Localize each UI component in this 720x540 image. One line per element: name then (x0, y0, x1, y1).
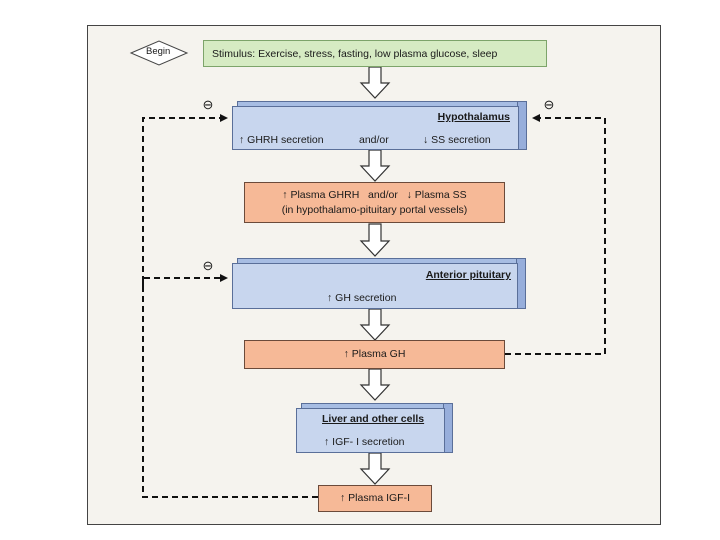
plasma-igf-text: ↑ Plasma IGF-I (339, 492, 410, 504)
flow-arrow-pituitary-gh (359, 308, 391, 341)
hypothalamus-ss-text: ↓ SS secretion (423, 134, 491, 146)
begin-label: Begin (146, 46, 171, 57)
begin-diamond (129, 40, 189, 66)
hypothalamus-ghrh-text: ↑ GHRH secretion (239, 134, 324, 146)
feedback-igf-to-pituitary (142, 274, 228, 287)
hypothalamus-box: Hypothalamus ↑ GHRH secretion and/or ↓ S… (232, 106, 519, 150)
inhibition-symbol-right: ⊖ (543, 97, 555, 112)
plasma-ghrh-line2: (in hypothalamo-pituitary portal vessels… (281, 203, 468, 216)
stimulus-text: Stimulus: Exercise, stress, fasting, low… (212, 47, 498, 60)
plasma-ghrh-line1: ↑ Plasma GHRH and/or ↓ Plasma SS (282, 188, 467, 201)
flow-arrow-ghrh-pituitary (359, 223, 391, 257)
pituitary-title: Anterior pituitary (425, 269, 511, 281)
liver-igf-text: ↑ IGF- I secretion (324, 436, 405, 448)
plasma-ghrh-box: ↑ Plasma GHRH and/or ↓ Plasma SS (in hyp… (244, 182, 505, 223)
pituitary-box: Anterior pituitary ↑ GH secretion (232, 263, 518, 309)
inhibition-symbol-left: ⊖ (202, 97, 214, 112)
hypothalamus-title: Hypothalamus (437, 111, 510, 123)
liver-box: Liver and other cells ↑ IGF- I secretion (296, 408, 445, 453)
feedback-igf-to-hypothalamus (142, 114, 318, 498)
flow-arrow-liver-igf (359, 452, 391, 485)
stimulus-box: Stimulus: Exercise, stress, fasting, low… (203, 40, 547, 67)
liver-title: Liver and other cells (322, 413, 425, 425)
inhibition-symbol-pituitary: ⊖ (202, 258, 214, 273)
feedback-gh-to-hypothalamus (505, 114, 606, 355)
flow-arrow-stimulus-hypothalamus (359, 66, 391, 99)
plasma-gh-text: ↑ Plasma GH (343, 348, 406, 360)
pituitary-gh-text: ↑ GH secretion (327, 292, 397, 304)
hypothalamus-andor-text: and/or (359, 134, 389, 146)
plasma-igf-box: ↑ Plasma IGF-I (318, 485, 432, 512)
plasma-gh-box: ↑ Plasma GH (244, 340, 505, 369)
flow-arrow-hypothalamus-ghrh (359, 149, 391, 182)
flow-arrow-gh-liver (359, 368, 391, 401)
